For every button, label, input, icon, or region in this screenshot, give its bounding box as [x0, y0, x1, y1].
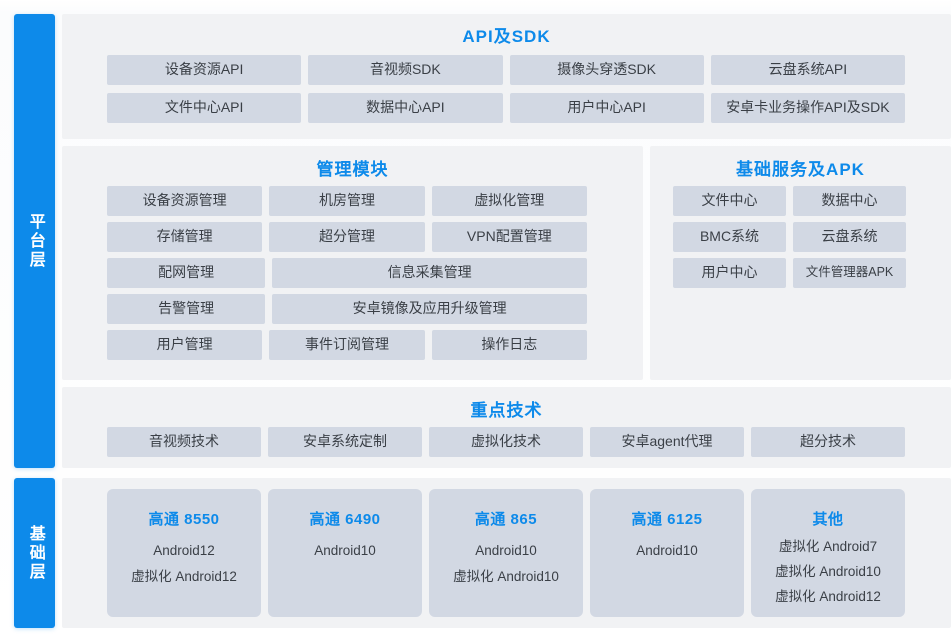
api-sdk-chip[interactable]: 数据中心API [308, 93, 503, 123]
key-technology-chip[interactable]: 安卓系统定制 [268, 427, 422, 457]
hardware-card-lines: 虚拟化 Android7 虚拟化 Android10 虚拟化 Android12 [775, 535, 881, 605]
management-chip[interactable]: VPN配置管理 [431, 222, 587, 252]
key-technology-chip[interactable]: 超分技术 [751, 427, 905, 457]
layer-rail-platform-label: 平台层 [26, 212, 44, 270]
base-services-chip[interactable]: 云盘系统 [793, 222, 906, 252]
key-technology-chip[interactable]: 虚拟化技术 [429, 427, 583, 457]
key-technology-chip[interactable]: 音视频技术 [107, 427, 261, 457]
key-technologies-chip-row: 音视频技术安卓系统定制虚拟化技术安卓agent代理超分技术 [107, 427, 905, 457]
hardware-card-title: 其他 [812, 511, 844, 528]
management-chip[interactable]: 机房管理 [269, 186, 425, 216]
key-technology-chip[interactable]: 安卓agent代理 [590, 427, 744, 457]
base-services-chip[interactable]: 文件管理器APK [793, 258, 906, 288]
key-technologies-row: 音视频技术安卓系统定制虚拟化技术安卓agent代理超分技术 [107, 427, 905, 457]
management-chip[interactable]: 虚拟化管理 [431, 186, 587, 216]
hardware-card-line: 虚拟化 Android7 [778, 539, 878, 554]
hardware-card-line: 虚拟化 Android12 [131, 569, 237, 584]
api-sdk-chip[interactable]: 文件中心API [107, 93, 302, 123]
management-chip[interactable]: 用户管理 [107, 330, 263, 360]
panel-key-technologies-title: 重点技术 [470, 401, 543, 420]
base-services-chip[interactable]: 数据中心 [793, 186, 906, 216]
management-chip[interactable]: 配网管理 [107, 258, 266, 288]
management-chip[interactable]: 操作日志 [431, 330, 587, 360]
management-row: 配网管理信息采集管理 [107, 258, 587, 288]
management-chip[interactable]: 存储管理 [107, 222, 263, 252]
hardware-card-title: 高通 8550 [148, 511, 220, 528]
api-sdk-chip[interactable]: 摄像头穿透SDK [509, 55, 704, 85]
base-services-chip[interactable]: BMC系统 [673, 222, 786, 252]
hardware-card-line: Android10 [314, 543, 376, 558]
panel-management-module-title: 管理模块 [316, 160, 389, 179]
base-services-chip[interactable]: 用户中心 [673, 258, 786, 288]
management-chip[interactable]: 超分管理 [269, 222, 425, 252]
management-chip[interactable]: 告警管理 [107, 294, 266, 324]
hardware-card-lines: Android10 虚拟化 Android10 [453, 543, 559, 585]
hardware-card-line: Android10 [636, 543, 698, 558]
management-chip[interactable]: 事件订阅管理 [269, 330, 425, 360]
panel-api-sdk-title: API及SDK [462, 27, 551, 46]
layer-rail-base-label: 基础层 [26, 524, 44, 582]
base-services-row: BMC系统云盘系统 [673, 222, 906, 252]
panel-key-technologies: 重点技术 音视频技术安卓系统定制虚拟化技术安卓agent代理超分技术 [62, 387, 951, 468]
hardware-card-title: 高通 6490 [309, 511, 381, 528]
hardware-card-line: 虚拟化 Android10 [775, 564, 881, 579]
hardware-card-lines: Android12 虚拟化 Android12 [131, 543, 237, 585]
management-row: 设备资源管理机房管理虚拟化管理 [107, 186, 587, 216]
hardware-card-title: 高通 6125 [631, 511, 703, 528]
layer-rail-base: 基础层 [14, 478, 55, 628]
hardware-card-line: 虚拟化 Android10 [453, 569, 559, 584]
hardware-card-line: Android10 [475, 543, 537, 558]
base-services-chip[interactable]: 文件中心 [673, 186, 786, 216]
management-chip[interactable]: 信息采集管理 [272, 258, 587, 288]
api-sdk-chip[interactable]: 设备资源API [107, 55, 302, 85]
management-row: 告警管理安卓镜像及应用升级管理 [107, 294, 587, 324]
management-chip[interactable]: 安卓镜像及应用升级管理 [272, 294, 587, 324]
management-chip[interactable]: 设备资源管理 [107, 186, 263, 216]
api-sdk-chip[interactable]: 音视频SDK [308, 55, 503, 85]
api-sdk-chip[interactable]: 云盘系统API [710, 55, 905, 85]
hardware-card-title: 高通 865 [474, 511, 538, 528]
api-sdk-chip[interactable]: 用户中心API [509, 93, 704, 123]
management-row: 用户管理事件订阅管理操作日志 [107, 330, 587, 360]
hardware-card[interactable]: 其他虚拟化 Android7 虚拟化 Android10 虚拟化 Android12 [751, 489, 905, 617]
base-services-row: 文件中心数据中心 [673, 186, 906, 216]
hardware-card-line: Android12 [153, 543, 215, 558]
hardware-card-line: 虚拟化 Android12 [775, 589, 881, 604]
hardware-card-lines: Android10 [636, 543, 698, 558]
api-sdk-chip[interactable]: 安卓卡业务操作API及SDK [710, 93, 905, 123]
hardware-card-lines: Android10 [314, 543, 376, 558]
panel-base-services-apk-title: 基础服务及APK [736, 160, 865, 179]
base-services-row: 用户中心文件管理器APK [673, 258, 906, 288]
layer-rail-platform: 平台层 [14, 14, 55, 468]
